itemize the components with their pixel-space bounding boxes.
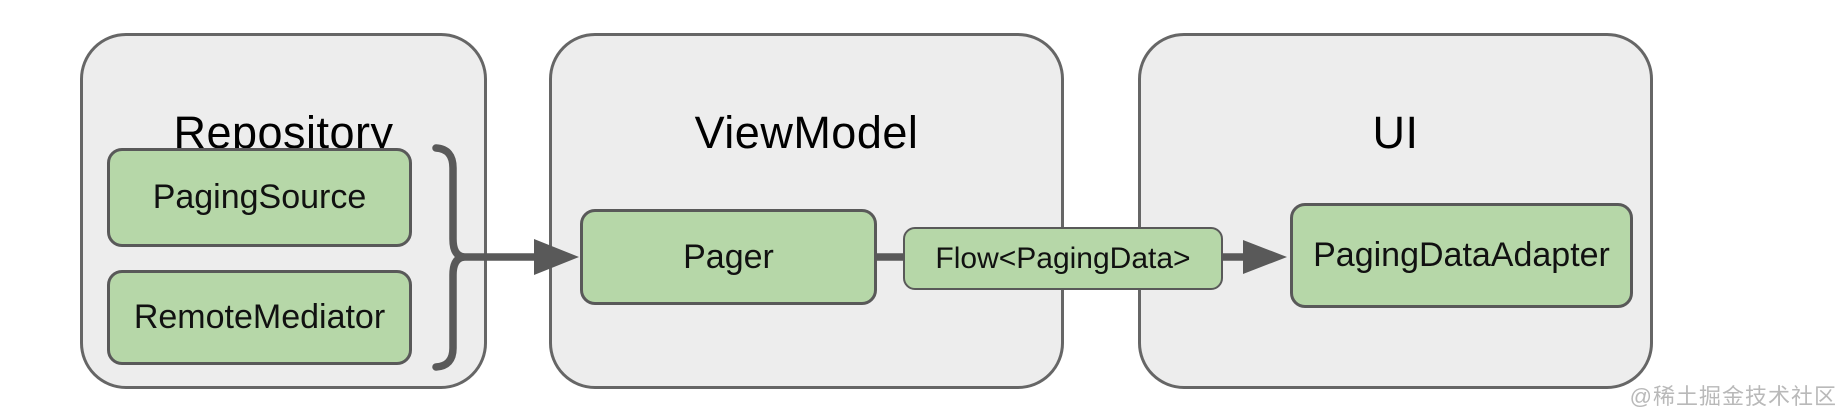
- group-title-viewmodel: ViewModel: [694, 107, 919, 158]
- group-title-ui: UI: [1372, 107, 1419, 158]
- node-remotemediator: RemoteMediator: [107, 270, 412, 365]
- node-pagingdataadapter: PagingDataAdapter: [1290, 203, 1633, 308]
- node-pager: Pager: [580, 209, 877, 305]
- node-flow-pagingdata: Flow<PagingData>: [903, 227, 1223, 290]
- node-pagingsource: PagingSource: [107, 148, 412, 247]
- watermark: @稀土掘金技术社区: [1629, 384, 1837, 409]
